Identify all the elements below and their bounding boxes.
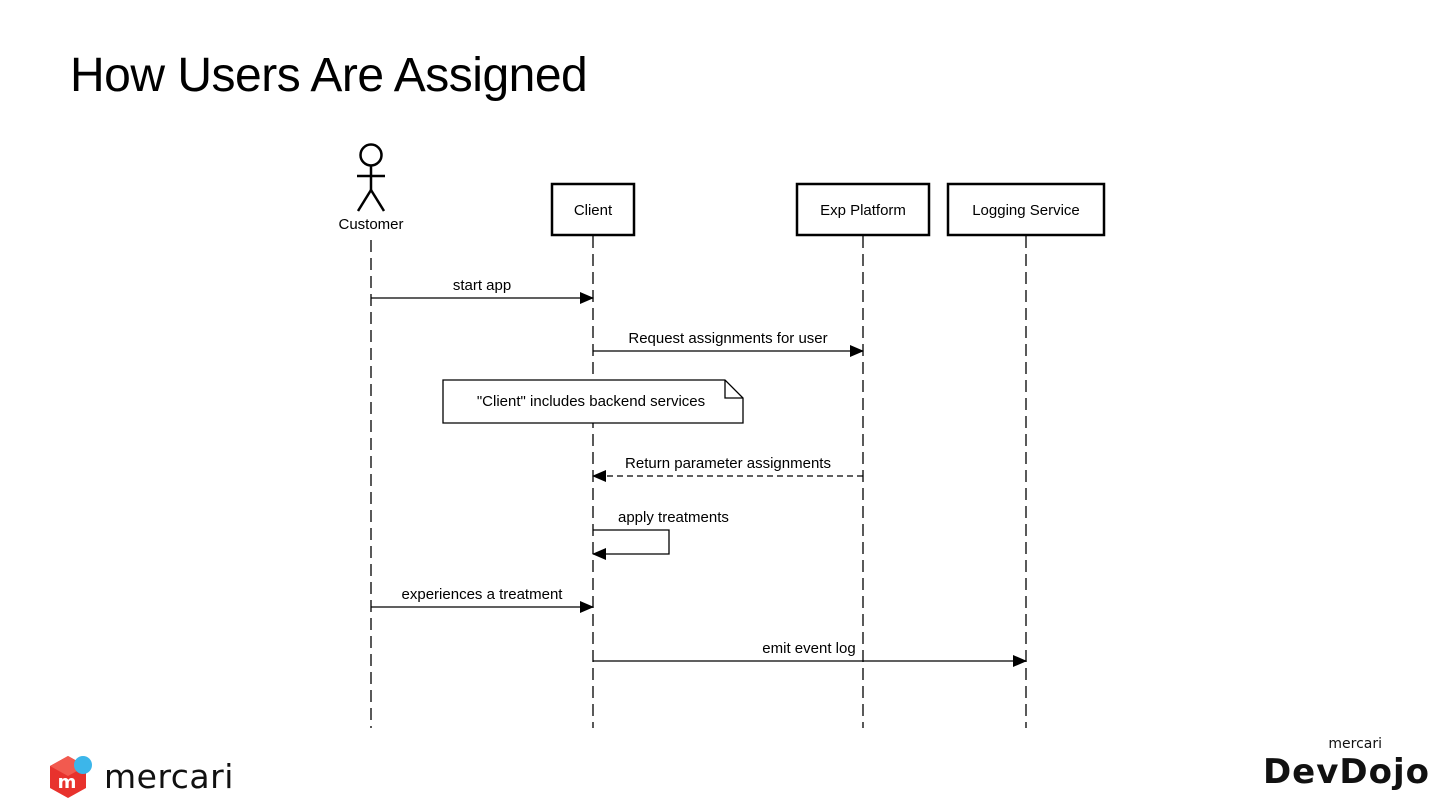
svg-text:m: m [58, 772, 77, 793]
slide-title: How Users Are Assigned [70, 49, 588, 102]
message-label-experiences-treatment: experiences a treatment [402, 586, 564, 603]
message-label-apply-treatments: apply treatments [618, 509, 729, 526]
note-label: "Client" includes backend services [477, 393, 705, 410]
mercari-wordmark: mercari [104, 756, 234, 796]
note-fold [724, 380, 743, 399]
participant-box-logging-service [946, 182, 1106, 237]
participant-label-customer: Customer [338, 216, 403, 233]
mercari-logo: m mercari [48, 752, 234, 800]
devdojo-small-label: mercari [1328, 736, 1382, 752]
participant-box-client [550, 182, 636, 237]
participant-label-client: Client [574, 202, 613, 219]
participant-label-exp-platform: Exp Platform [820, 202, 906, 219]
message-label-start-app: start app [453, 277, 511, 294]
message-label-emit-event-log: emit event log [762, 640, 855, 657]
message-arrow-apply-treatments [592, 529, 670, 560]
actor-customer-icon [356, 143, 386, 212]
message-label-request-assignments: Request assignments for user [628, 330, 827, 347]
participant-box-exp-platform [795, 182, 931, 237]
mercari-box-icon: m [50, 756, 92, 798]
note-box [442, 379, 744, 424]
message-label-return-assignments: Return parameter assignments [625, 455, 831, 472]
devdojo-wordmark: DevDojo [1262, 752, 1430, 792]
devdojo-logo: mercari DevDojo [1263, 736, 1430, 792]
participant-label-logging-service: Logging Service [972, 202, 1080, 219]
